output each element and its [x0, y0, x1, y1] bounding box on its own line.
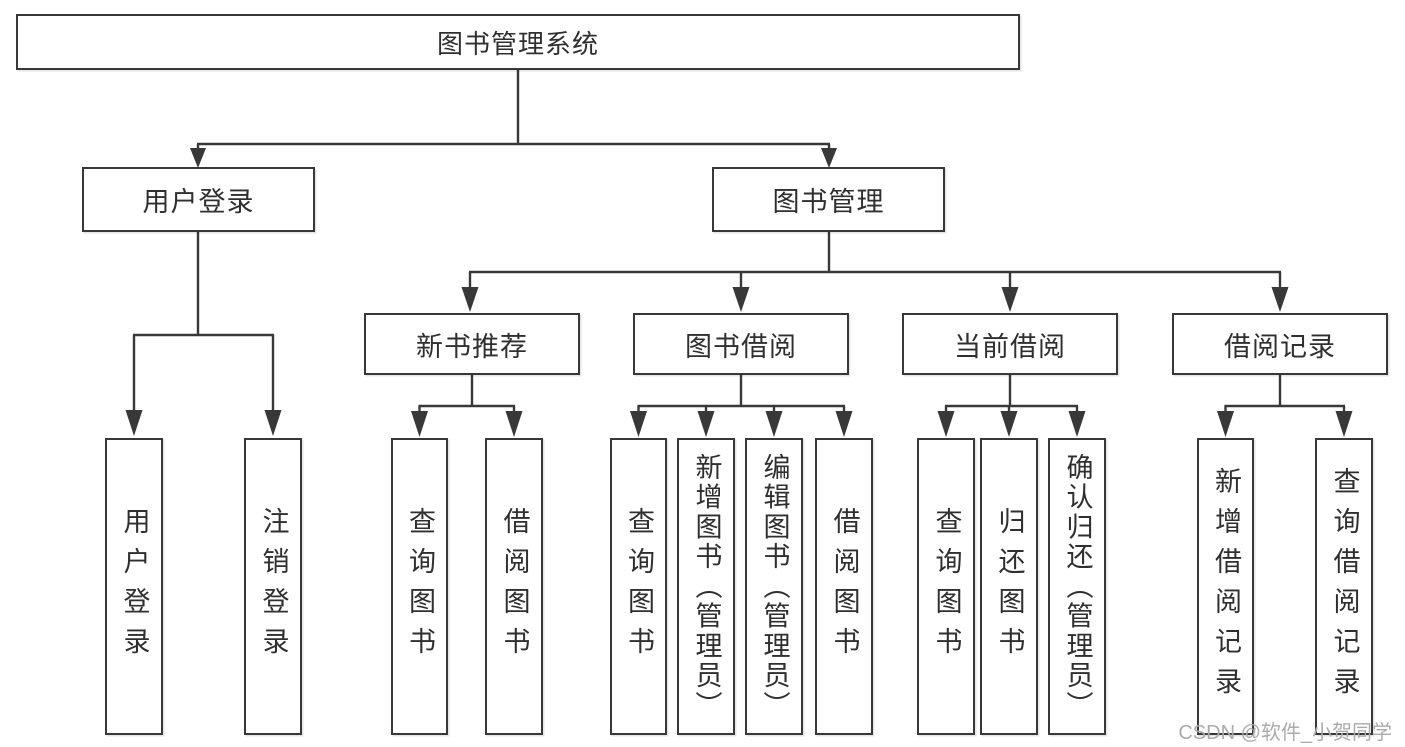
- connector-management-to-level3: [461, 232, 1289, 312]
- node-label: 当前借阅: [954, 331, 1066, 362]
- leaf-label: 新增借阅记录: [1211, 466, 1241, 707]
- node-borrowing-records: 借阅记录: [1172, 313, 1388, 375]
- node-label: 用户登录: [142, 187, 255, 217]
- leaf-edit-book-admin: 编辑图书（管理员）: [745, 438, 803, 735]
- leaf-label: 注销登录: [258, 506, 289, 667]
- connector-login-to-leaves: [125, 232, 282, 436]
- leaf-label: 借阅图书: [499, 506, 530, 667]
- leaf-logout: 注销登录: [244, 438, 302, 735]
- leaf-add-book-admin: 新增图书（管理员）: [677, 438, 735, 735]
- node-book-management: 图书管理: [712, 167, 945, 232]
- connector-borrowing-to-leaves: [630, 375, 853, 437]
- leaf-borrow-books-recommend: 借阅图书: [485, 438, 543, 735]
- node-book-borrowing: 图书借阅: [633, 313, 849, 375]
- node-new-book-recommend: 新书推荐: [364, 313, 580, 375]
- leaf-query-books-current: 查询图书: [917, 438, 975, 735]
- leaf-label: 用户登录: [119, 506, 150, 667]
- leaf-label: 查询图书: [405, 506, 435, 667]
- connector-current-to-leaves: [937, 375, 1086, 437]
- leaf-label: 新增图书（管理员）: [691, 452, 722, 721]
- leaf-add-borrow-record: 新增借阅记录: [1197, 438, 1254, 735]
- node-current-borrowing: 当前借阅: [902, 313, 1118, 375]
- leaf-label: 归还图书: [994, 506, 1025, 667]
- leaf-label: 确认归还（管理员）: [1062, 452, 1093, 721]
- leaf-query-books-recommend: 查询图书: [391, 438, 448, 735]
- connector-recommend-to-leaves: [411, 375, 523, 437]
- leaf-user-login: 用户登录: [105, 438, 163, 735]
- leaf-label: 查询图书: [624, 506, 654, 667]
- node-label: 借阅记录: [1224, 331, 1336, 362]
- node-label: 图书管理: [772, 187, 885, 217]
- leaf-confirm-return-admin: 确认归还（管理员）: [1048, 438, 1106, 735]
- node-label: 图书借阅: [685, 331, 797, 362]
- node-library-management-system: 图书管理系统: [16, 14, 1020, 70]
- csdn-watermark: CSDN @软件_小贺同学: [1178, 722, 1392, 744]
- connector-root-to-level2: [190, 70, 837, 168]
- leaf-label: 借阅图书: [829, 506, 860, 667]
- leaf-label: 编辑图书（管理员）: [759, 452, 790, 721]
- node-user-login: 用户登录: [82, 167, 315, 232]
- leaf-borrow-books-borrowing: 借阅图书: [815, 438, 873, 735]
- leaf-query-borrow-record: 查询借阅记录: [1315, 438, 1373, 735]
- leaf-label: 查询借阅记录: [1329, 466, 1360, 707]
- node-label: 新书推荐: [416, 331, 528, 362]
- connector-records-to-leaves: [1217, 375, 1353, 437]
- node-label: 图书管理系统: [436, 28, 599, 59]
- leaf-label: 查询图书: [931, 506, 962, 667]
- leaf-query-books-borrowing: 查询图书: [610, 438, 667, 735]
- leaf-return-book: 归还图书: [980, 438, 1038, 735]
